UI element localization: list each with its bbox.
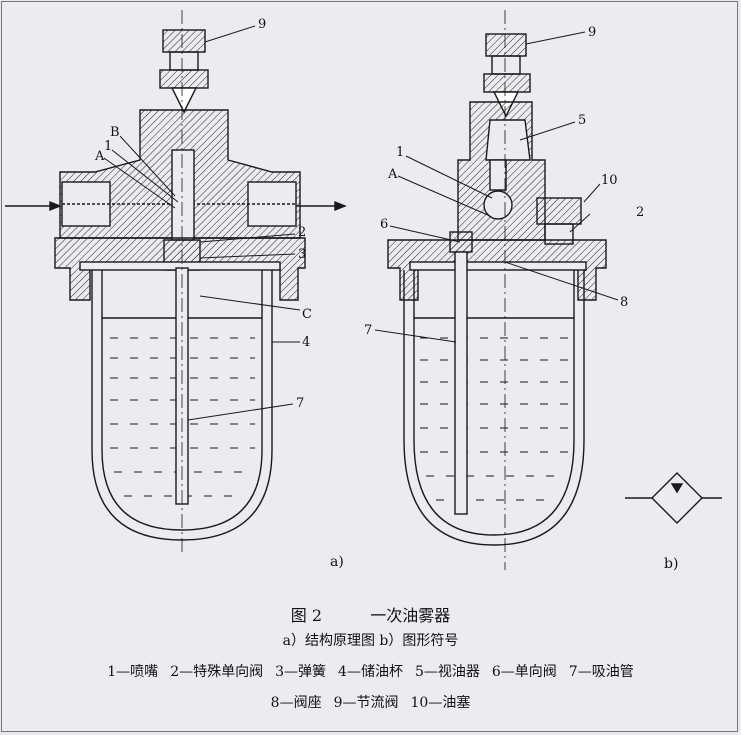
callout-b-10: 10 [601, 173, 618, 188]
legend-item: 8—阀座 [270, 695, 322, 711]
figure-number: 图 2 [290, 606, 323, 625]
lubricator-symbol [625, 472, 722, 524]
callout-b-1: 1 [396, 145, 404, 160]
panel-a-drawing [5, 10, 347, 555]
legend-row-1: 1—喷嘴 2—特殊单向阀 3—弹簧 4—储油杯 5—视油器 6—单向阀 7—吸油管 [0, 661, 741, 681]
callout-b-2: 2 [636, 205, 644, 220]
figure-subcaption: a）结构原理图 b）图形符号 [282, 633, 459, 649]
callout-a-4: 4 [302, 335, 310, 350]
callout-a-2: 2 [298, 225, 306, 240]
callout-a-9: 9 [258, 17, 266, 32]
callout-b-8: 8 [620, 295, 628, 310]
callout-a-1: 1 [104, 139, 112, 154]
callout-b-7: 7 [364, 323, 372, 338]
callout-a-3: 3 [298, 247, 306, 262]
legend-row-2: 8—阀座 9—节流阀 10—油塞 [0, 692, 741, 712]
callout-b-9: 9 [588, 25, 596, 40]
legend-item: 5—视油器 [414, 664, 480, 680]
callout-a-7: 7 [296, 396, 304, 411]
legend-item: 7—吸油管 [568, 664, 634, 680]
callout-b-A: A [387, 167, 398, 182]
legend-item: 2—特殊单向阀 [170, 664, 264, 680]
callout-b-5: 5 [578, 113, 586, 128]
callout-b-6: 6 [380, 217, 388, 232]
panel-a-label: a) [330, 554, 344, 570]
callouts-panel-b: 9 5 1 A 10 6 2 7 8 [364, 25, 644, 338]
legend-item: 9—节流阀 [333, 695, 399, 711]
figure-title-text: 一次油雾器 [370, 606, 451, 625]
legend-item: 4—储油杯 [338, 664, 403, 680]
panel-b-drawing [387, 10, 607, 570]
figure-title: 图 2 一次油雾器 [0, 602, 741, 626]
legend-item: 10—油塞 [410, 695, 471, 711]
callout-a-C: C [302, 307, 312, 322]
callouts-panel-a: 9 B A 1 2 3 C 4 7 [94, 17, 312, 411]
legend-item: 6—单向阀 [491, 664, 557, 680]
lubricator-diagram: 9 B A 1 2 3 C 4 7 9 5 1 A 10 6 2 7 8 a) … [5, 10, 722, 572]
panel-b-label: b) [664, 556, 678, 572]
callout-a-B: B [110, 125, 120, 140]
legend-item: 1—喷嘴 [107, 664, 159, 680]
callout-a-A: A [94, 149, 105, 164]
legend-item: 3—弹簧 [275, 664, 327, 680]
